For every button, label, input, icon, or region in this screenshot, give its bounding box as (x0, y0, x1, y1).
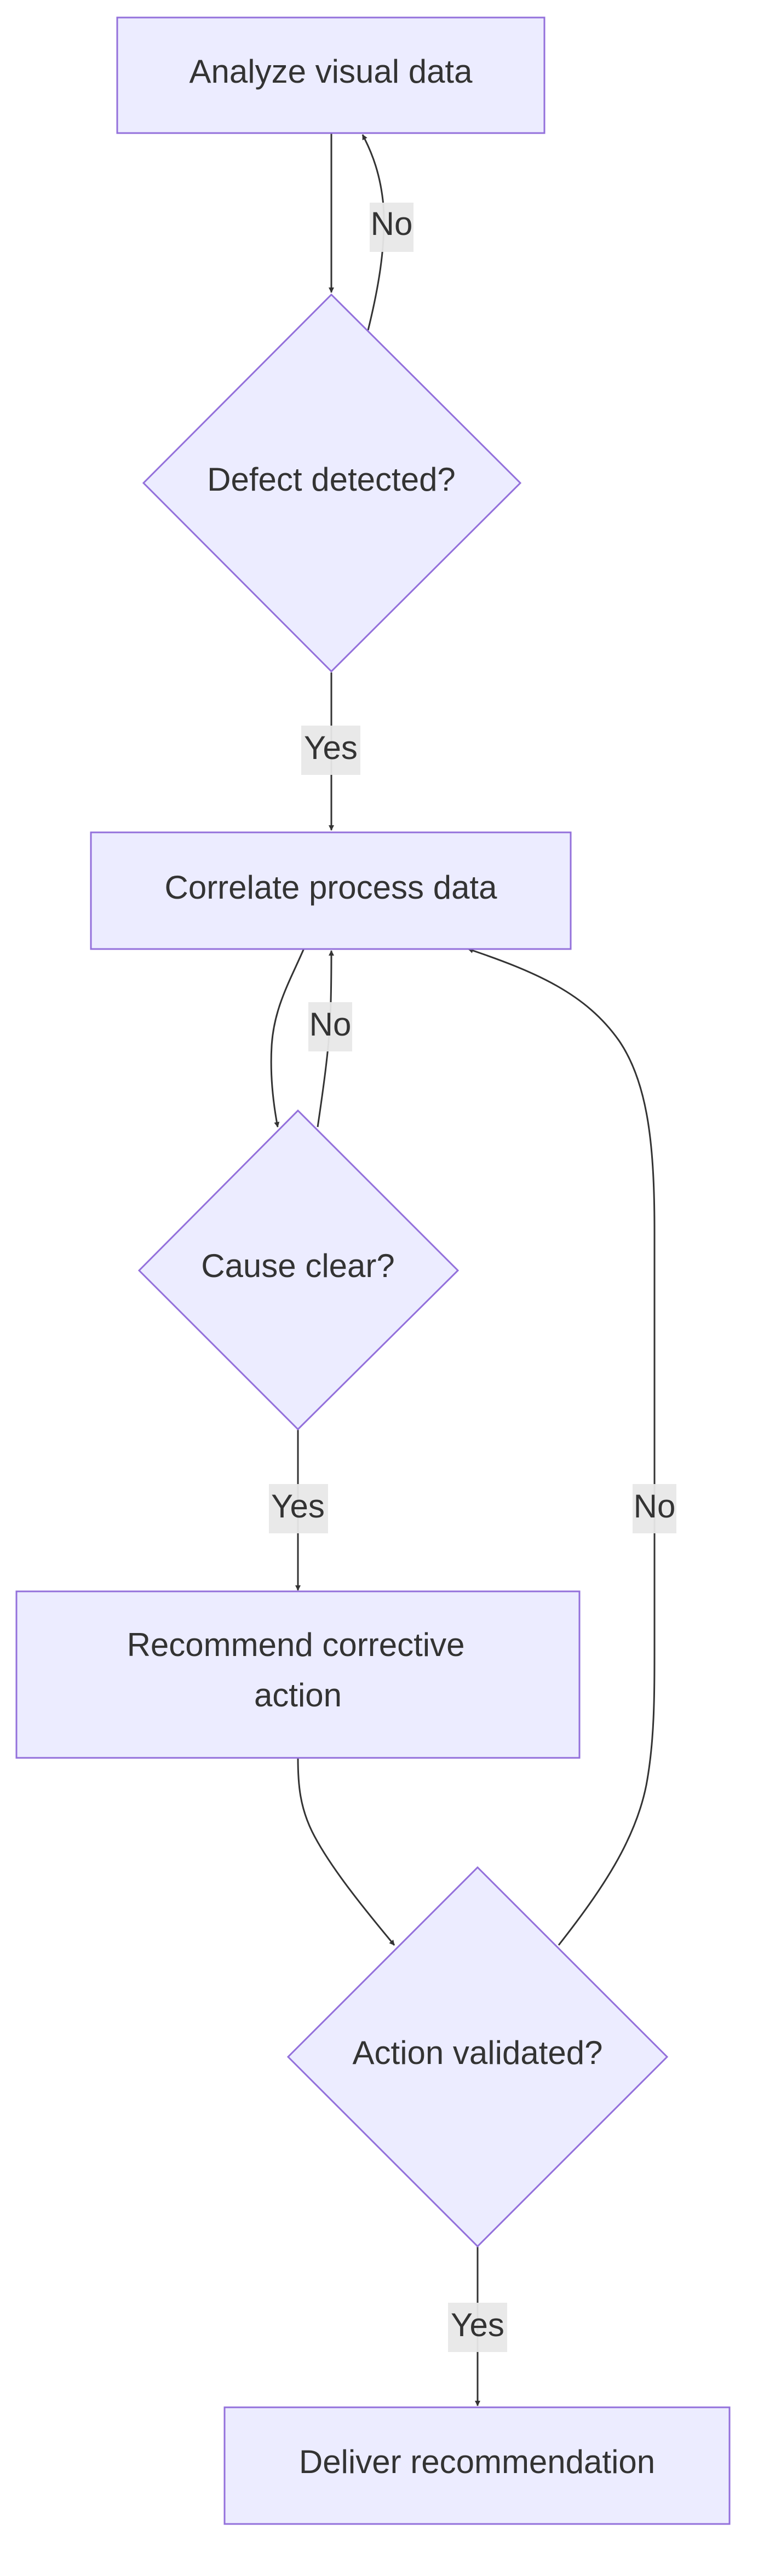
label-text: Yes (451, 2307, 504, 2343)
node-recommend-corrective-action[interactable]: Recommend corrective action (15, 1590, 581, 1759)
label-text: No (371, 205, 413, 242)
node-label: Analyze visual data (190, 53, 473, 90)
node-label: Action validated? (353, 2034, 603, 2071)
edge-correlate-to-cause (270, 948, 305, 1128)
label-bg (448, 2303, 507, 2352)
edge-recommend-to-validated (297, 1757, 395, 1946)
label-cause-no: No (308, 1002, 352, 1051)
decision-diamond (137, 1109, 460, 1431)
process-box (15, 1590, 581, 1759)
process-box (116, 16, 545, 134)
node-label: Defect detected? (207, 461, 456, 498)
label-cause-yes: Yes (269, 1484, 328, 1533)
node-label: Cause clear? (201, 1247, 395, 1284)
process-box (90, 831, 572, 950)
label-text: Yes (304, 729, 358, 766)
decision-diamond (142, 293, 522, 673)
label-defect-no: No (370, 203, 414, 252)
label-validated-yes: Yes (448, 2303, 507, 2352)
process-box (223, 2406, 731, 2525)
label-validated-no: No (633, 1484, 676, 1533)
node-label-line1: Recommend corrective (127, 1626, 465, 1663)
label-bg (370, 203, 414, 252)
node-cause-clear[interactable]: Cause clear? (137, 1109, 460, 1431)
edge-labels: No Yes No Yes No Yes (269, 203, 676, 2352)
nodes: Analyze visual data Defect detected? Cor… (15, 16, 731, 2525)
label-bg (308, 1002, 352, 1051)
node-label: Deliver recommendation (299, 2443, 655, 2480)
node-defect-detected[interactable]: Defect detected? (142, 293, 522, 673)
node-label: Correlate process data (165, 869, 498, 906)
node-label-line2: action (254, 1677, 342, 1714)
edge-validated-no (468, 948, 656, 1946)
node-action-validated[interactable]: Action validated? (286, 1866, 669, 2248)
label-text: No (309, 1006, 352, 1043)
label-bg (269, 1484, 328, 1533)
label-text: Yes (271, 1488, 325, 1525)
node-deliver-recommendation[interactable]: Deliver recommendation (223, 2406, 731, 2525)
label-bg (633, 1484, 676, 1533)
label-text: No (634, 1488, 676, 1525)
node-correlate-process-data[interactable]: Correlate process data (90, 831, 572, 950)
decision-diamond (286, 1866, 669, 2248)
label-defect-yes: Yes (301, 726, 360, 775)
node-analyze-visual-data[interactable]: Analyze visual data (116, 16, 545, 134)
label-bg (301, 726, 360, 775)
